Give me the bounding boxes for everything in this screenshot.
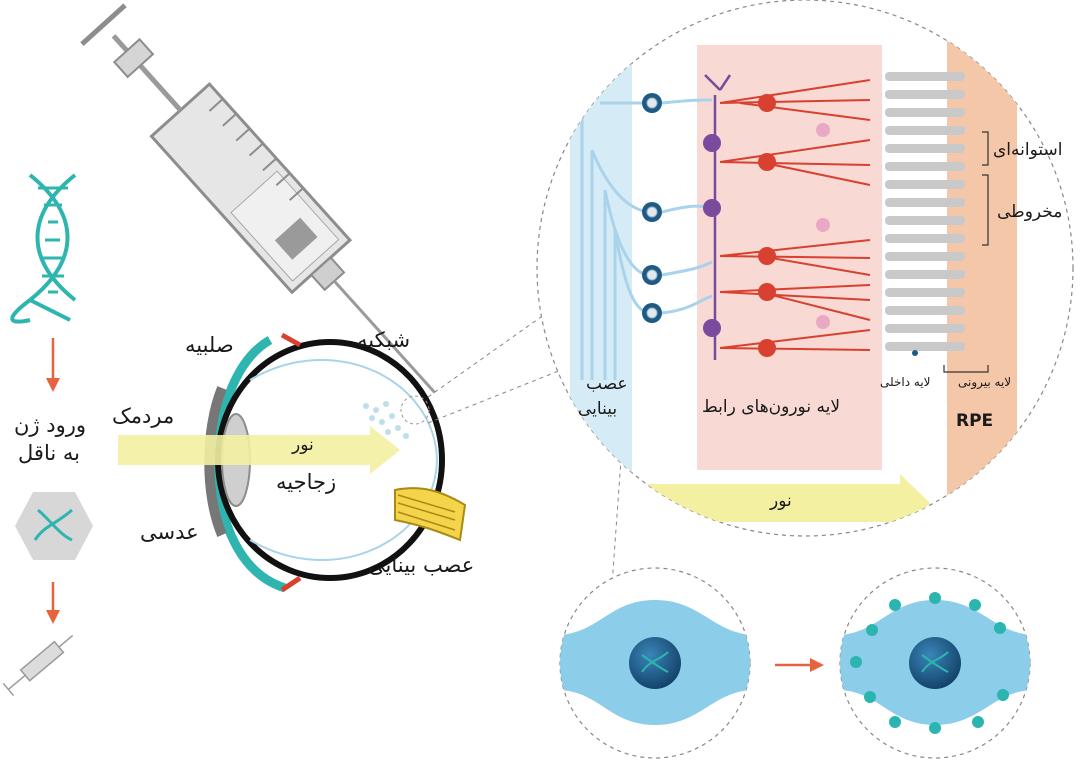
light-beam-eye <box>118 426 400 474</box>
photoreceptors <box>885 72 965 351</box>
lens-label: عدسی <box>140 520 199 544</box>
vitreous-label: زجاجیه <box>276 470 337 494</box>
rods-label: استوانه‌ای <box>993 140 1063 160</box>
cones-label: مخروطی <box>997 202 1063 222</box>
virus-vector-icon <box>15 492 93 560</box>
sclera-label: صلبیه <box>185 333 234 357</box>
arrow-down-2 <box>46 582 60 624</box>
retina-zoom-circle <box>536 0 1074 537</box>
optic-nerve-bundle <box>394 487 467 542</box>
syringe-icon <box>2 634 74 697</box>
dna-helix-icon <box>10 173 77 324</box>
arrow-down-1 <box>46 338 60 392</box>
optic-nerve-eye-label: عصب بینایی <box>368 553 475 577</box>
optic-nerve-zoom-line1: عصب <box>586 374 628 394</box>
gene-entry-line2: به ناقل <box>18 441 80 465</box>
nerve-fibers <box>580 101 651 380</box>
cell-before <box>559 567 751 759</box>
optic-nerve-zoom-line2: بینایی <box>578 399 618 419</box>
arrow-right <box>775 658 824 672</box>
inner-layer-label: لایه داخلی <box>880 375 931 389</box>
syringe-illustration <box>80 3 436 394</box>
retina-label: شبکیه <box>357 328 411 352</box>
light-zoom-label: نور <box>770 491 792 511</box>
outer-layer-label: لایه بیرونی <box>958 375 1012 389</box>
cell-after <box>839 567 1031 759</box>
gene-entry-line1: ورود ژن <box>14 413 87 437</box>
protein-dots <box>850 592 1009 734</box>
light-eye-label: نور <box>292 435 314 455</box>
cornea-label: مردمک <box>112 404 175 428</box>
vector-particles <box>363 401 409 439</box>
rpe-label: RPE <box>956 411 994 431</box>
interneuron-layer-label: لایه نورون‌های رابط <box>702 397 841 417</box>
